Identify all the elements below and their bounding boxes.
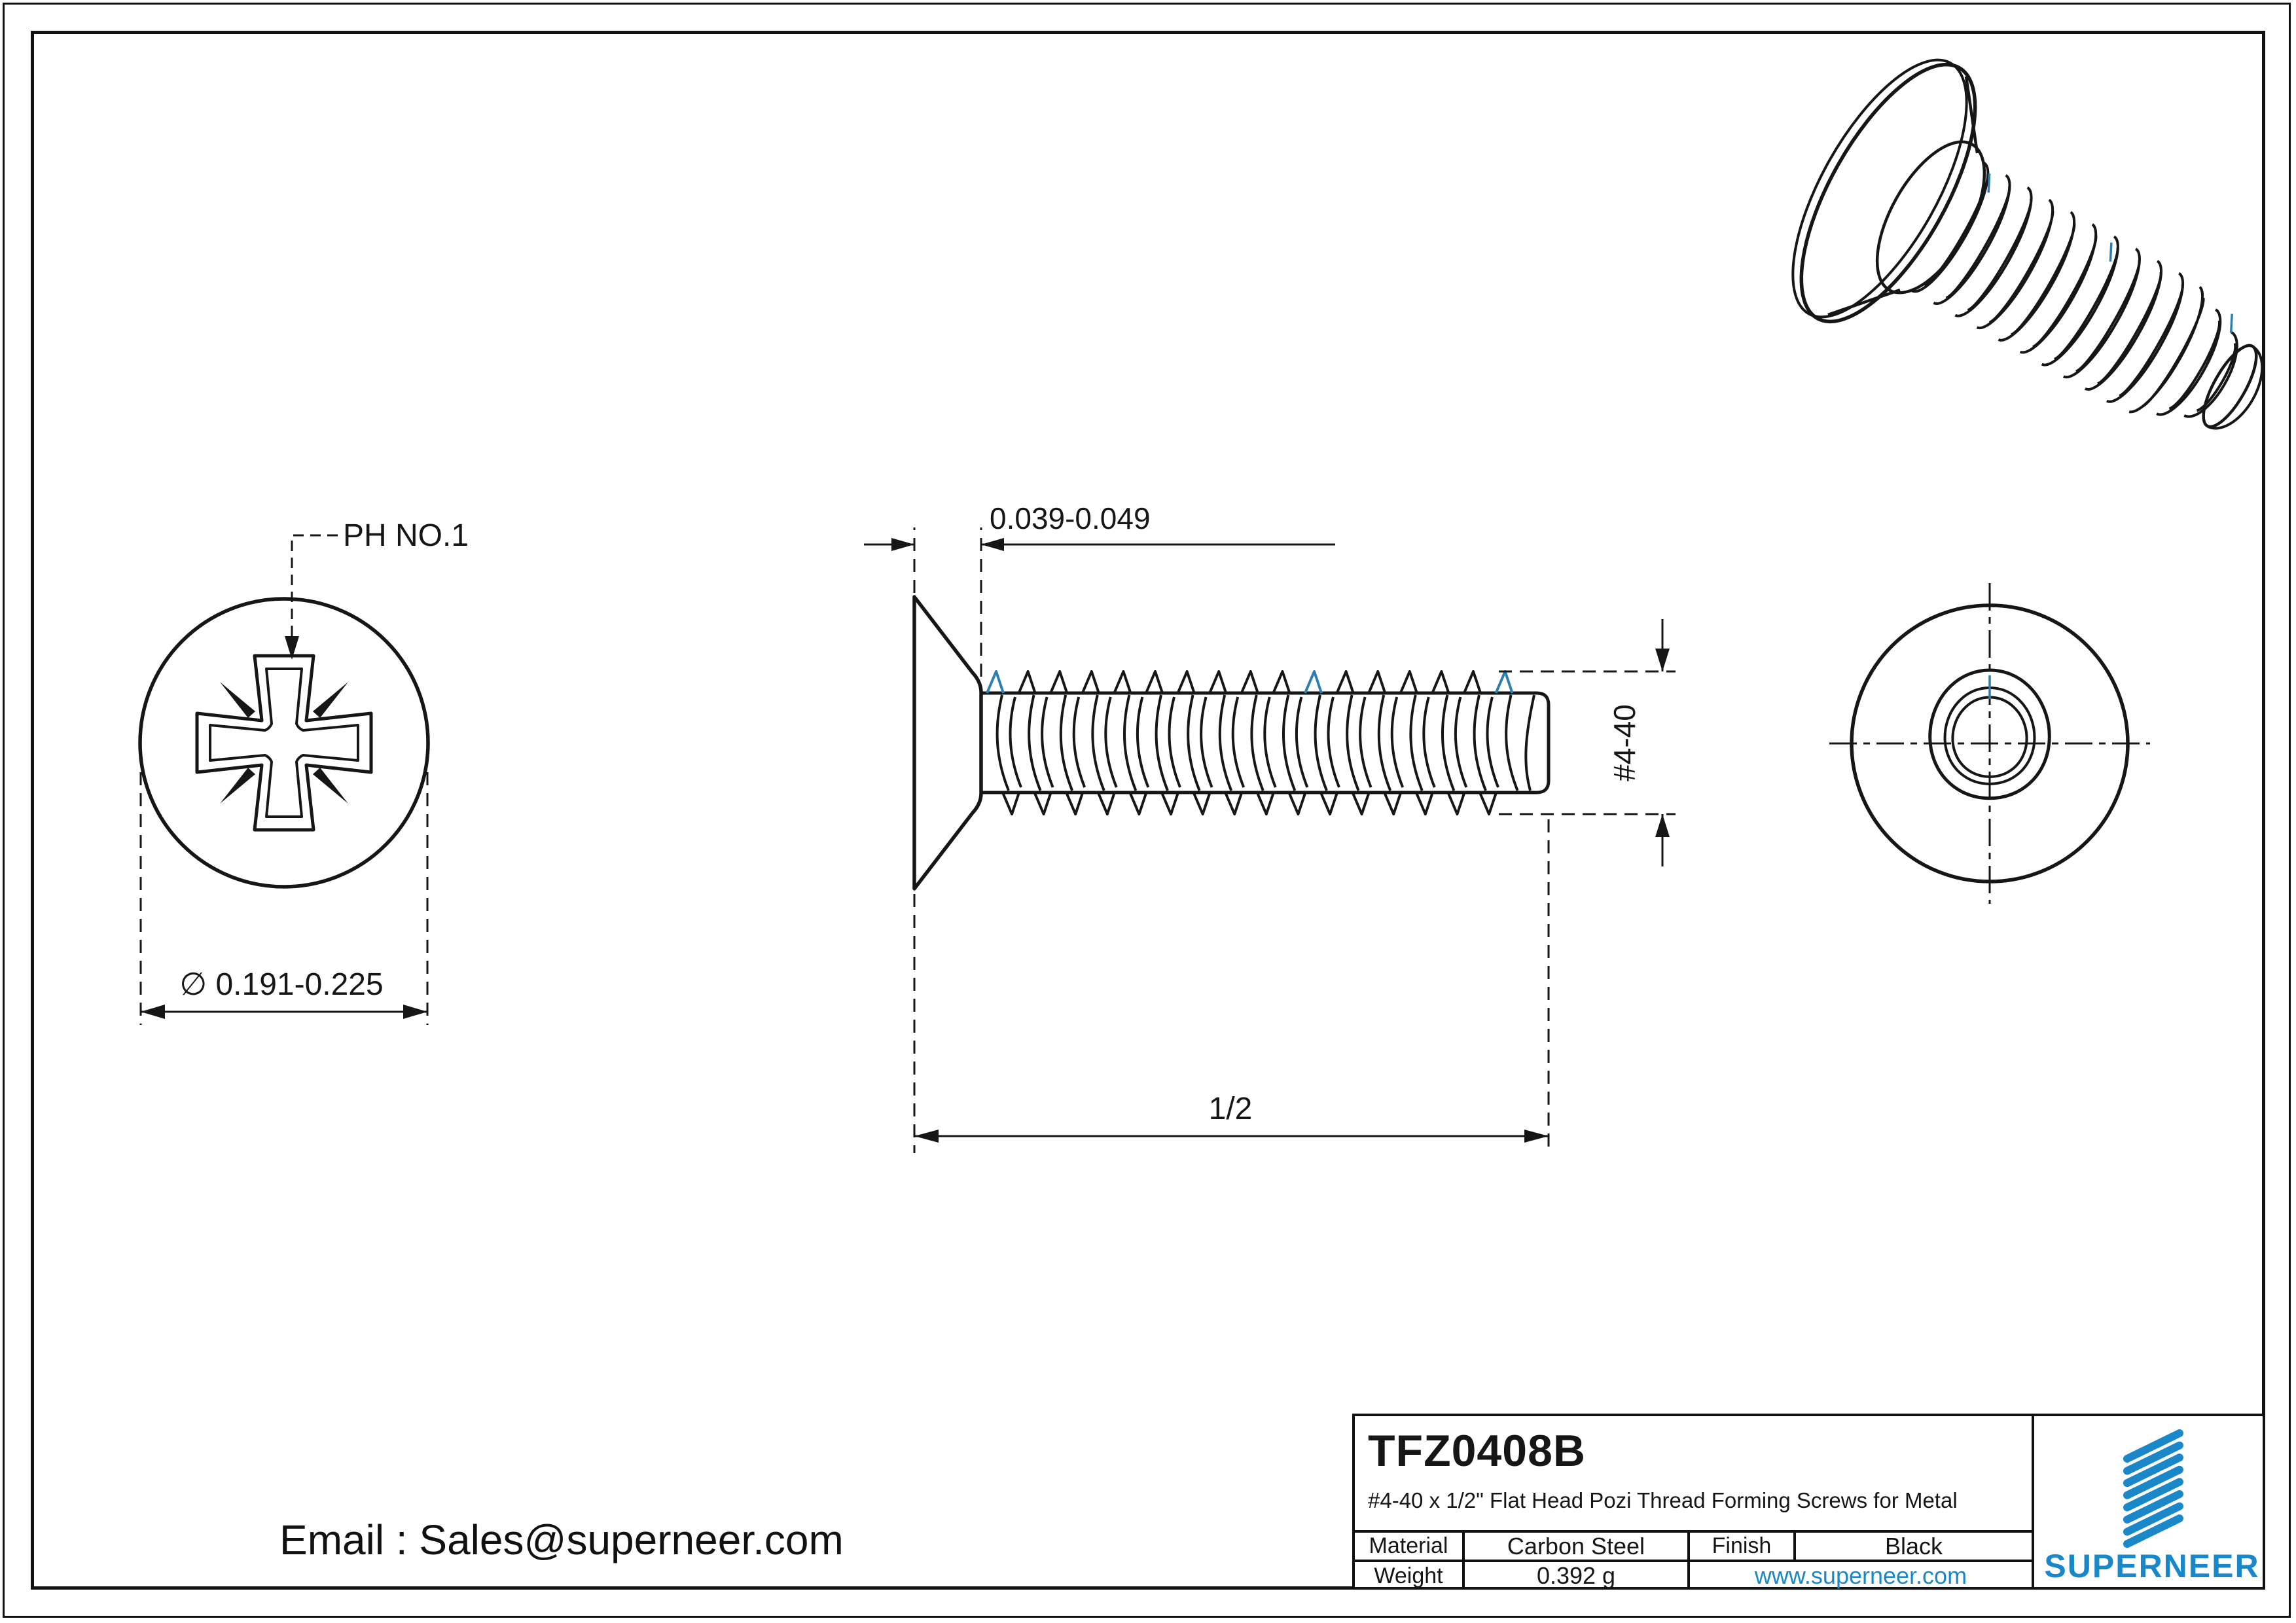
dim-arrow-right bbox=[403, 1005, 427, 1019]
weight-value: 0.392 g bbox=[1465, 1562, 1690, 1590]
head-height-extensions bbox=[913, 527, 982, 677]
shank-root-lines bbox=[981, 691, 1525, 794]
iso-head-face bbox=[1799, 62, 1977, 324]
front-view: PH NO.1 ∅ 0.191-0.225 bbox=[138, 518, 469, 1025]
drive-label: PH NO.1 bbox=[343, 518, 469, 553]
brand-logo-cell: SUPERNEER bbox=[2032, 1416, 2270, 1590]
brand-name: SUPERNEER bbox=[2044, 1548, 2260, 1584]
pozi-recess-inner bbox=[209, 668, 359, 818]
title-block-header: TFZ0408B #4-40 x 1/2" Flat Head Pozi Thr… bbox=[1355, 1416, 2032, 1533]
weight-label: Weight bbox=[1355, 1562, 1465, 1590]
part-description: #4-40 x 1/2" Flat Head Pozi Thread Formi… bbox=[1368, 1488, 1958, 1512]
screw-head-profile bbox=[912, 595, 983, 891]
thread-runout bbox=[1524, 694, 1535, 791]
screw-tip bbox=[1525, 691, 1551, 794]
thread-profile bbox=[996, 670, 1519, 815]
iso-view bbox=[1791, 58, 2264, 430]
pozi-wing-marks bbox=[220, 682, 348, 804]
pozi-recess-outer bbox=[195, 654, 373, 832]
dim-arrow bbox=[1524, 1130, 1549, 1143]
drive-leader-line bbox=[291, 534, 338, 645]
contact-email: Email : Sales@superneer.com bbox=[279, 1516, 844, 1563]
iso-thread-crescents bbox=[1911, 162, 2264, 430]
length-extensions bbox=[913, 819, 1550, 1153]
website-link[interactable]: www.superneer.com bbox=[1754, 1562, 1967, 1589]
thread-spec-extensions bbox=[1499, 670, 1676, 815]
dim-arrow-left bbox=[141, 1005, 165, 1019]
superneer-logo-icon bbox=[2123, 1429, 2183, 1548]
length-text: 1/2 bbox=[1209, 1092, 1253, 1126]
dim-arrow bbox=[1655, 649, 1670, 671]
sheet-outer-border bbox=[3, 3, 2291, 1618]
dim-arrow bbox=[981, 538, 1004, 551]
end-view bbox=[1829, 583, 2150, 904]
head-height-text: 0.039-0.049 bbox=[990, 501, 1151, 535]
head-outline bbox=[138, 597, 430, 889]
sheet-inner-border bbox=[31, 31, 2265, 1590]
part-number: TFZ0408B bbox=[1368, 1426, 1586, 1476]
dim-arrow bbox=[891, 538, 914, 551]
diameter-extension-lines bbox=[139, 751, 429, 1025]
dim-arrow bbox=[1655, 814, 1670, 837]
head-diameter-text: ∅ 0.191-0.225 bbox=[179, 967, 383, 1002]
dim-arrow bbox=[914, 1130, 939, 1143]
side-view: 0.039-0.049 #4-40 1/2 bbox=[864, 501, 1676, 1153]
iso-cone-silhouette bbox=[1827, 76, 1979, 317]
title-block: TFZ0408B #4-40 x 1/2" Flat Head Pozi Thr… bbox=[1352, 1414, 2265, 1590]
drive-leader-arrow bbox=[285, 636, 299, 660]
trilobular-thread-profile bbox=[1930, 670, 2049, 798]
material-label: Material bbox=[1355, 1533, 1465, 1562]
iso-highlight-marks bbox=[1987, 173, 2233, 333]
material-value: Carbon Steel bbox=[1465, 1533, 1690, 1562]
centerlines bbox=[1829, 583, 2150, 904]
finish-label: Finish bbox=[1690, 1533, 1796, 1562]
finish-value: Black bbox=[1796, 1533, 2032, 1562]
thread-spec-text: #4-40 bbox=[1607, 704, 1641, 781]
